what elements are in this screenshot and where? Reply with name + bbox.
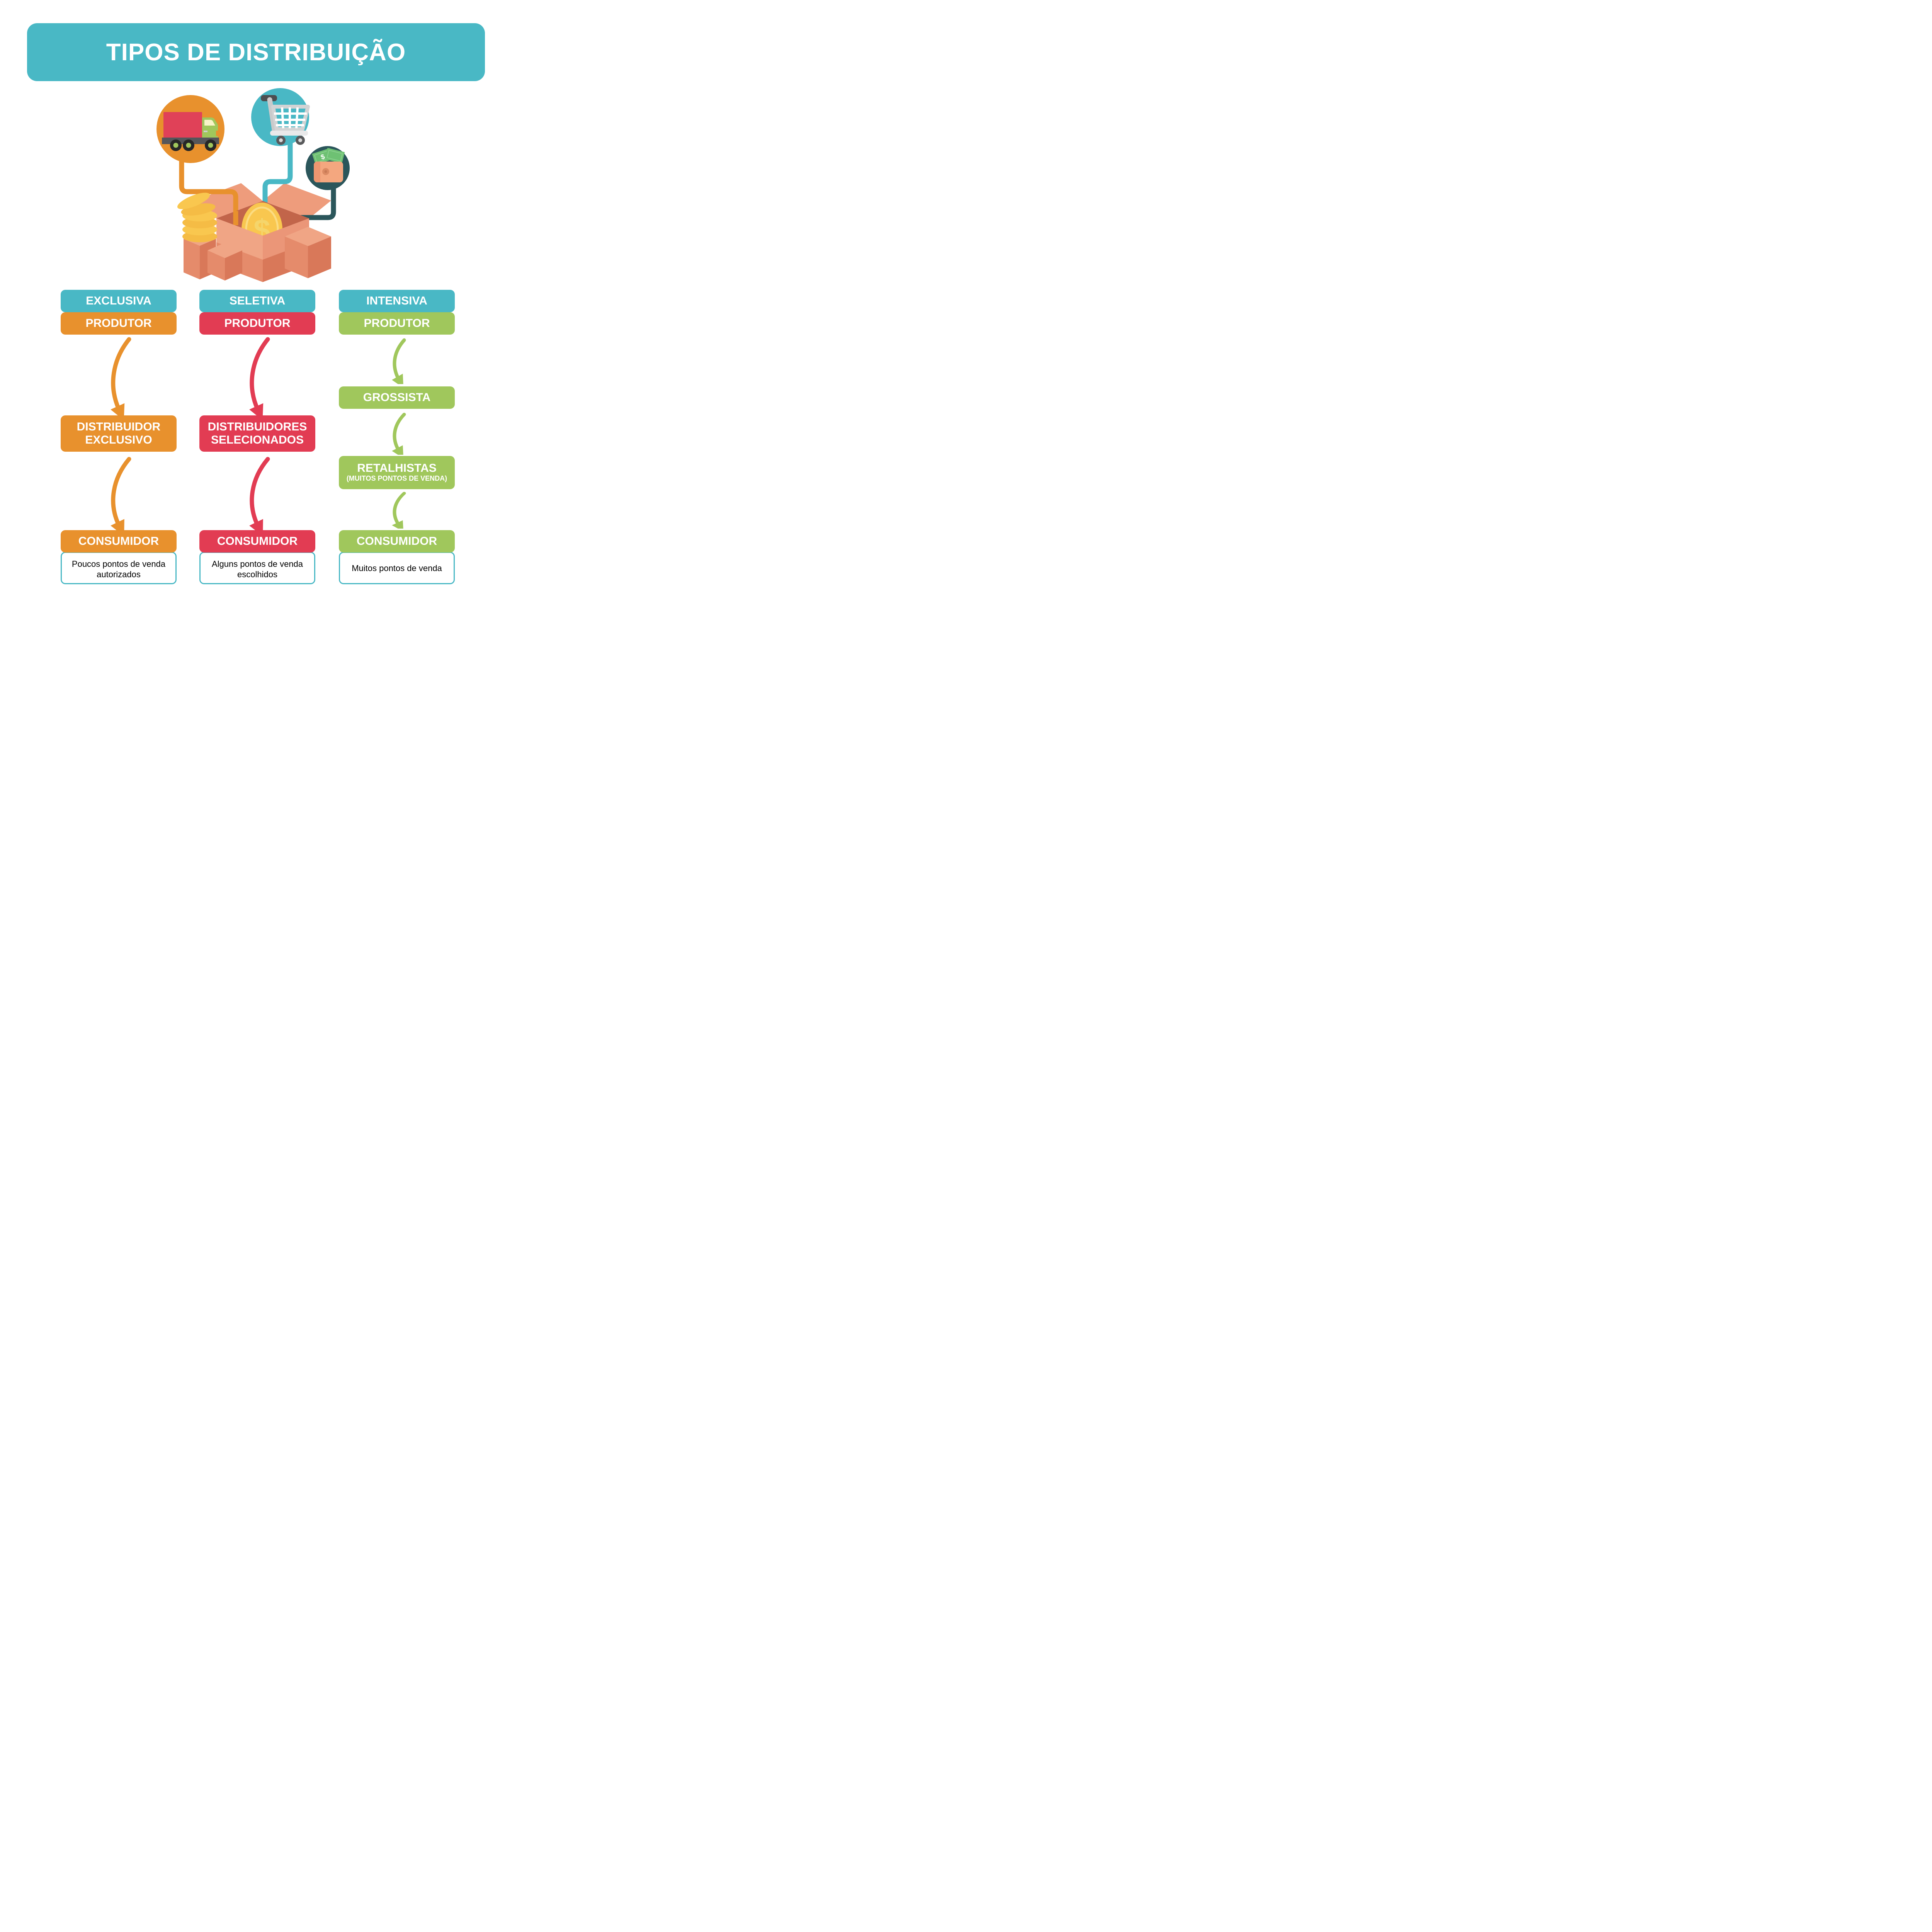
arrow-producer-to-distributors: [249, 337, 270, 417]
distribution-illustration: $ $: [156, 88, 350, 282]
retailer-box: RETALHISTAS (MUITOS PONTOS DE VENDA): [339, 456, 455, 489]
money-circle: $: [306, 146, 350, 190]
retail-circle: [251, 88, 310, 146]
producer-connector: [179, 158, 238, 242]
note-box: Poucos pontos de venda autorizados: [61, 552, 177, 584]
column-intensiva: INTENSIVA PRODUTOR GROSSISTA RETALHISTAS…: [339, 290, 455, 595]
arrow-wholesaler-to-retailer: [392, 413, 406, 455]
producer-box: PRODUTOR: [339, 312, 455, 335]
retail-connector: [262, 141, 293, 220]
producer-box: PRODUTOR: [61, 312, 177, 335]
wholesaler-box: GROSSISTA: [339, 386, 455, 409]
page-title: TIPOS DE DISTRIBUIÇÃO: [106, 39, 406, 66]
arrow-producer-to-distributor: [111, 337, 131, 417]
column-header-exclusiva: EXCLUSIVA: [61, 290, 177, 312]
column-exclusiva: EXCLUSIVA PRODUTOR DISTRIBUIDOR EXCLUSIV…: [61, 290, 177, 595]
small-box-icon: [207, 243, 242, 281]
truck-icon: [162, 112, 219, 151]
banknote-icon: [325, 148, 345, 163]
arrow-producer-to-wholesaler: [392, 338, 406, 384]
infographic-page: TIPOS DE DISTRIBUIÇÃO: [0, 0, 518, 616]
producer-box: PRODUTOR: [199, 312, 315, 335]
retailer-label: RETALHISTAS: [357, 462, 437, 474]
consumer-box: CONSUMIDOR: [339, 530, 455, 553]
producer-circle: [156, 95, 224, 163]
shopping-cart-icon: [261, 95, 310, 145]
note-box: Alguns pontos de venda escolhidos: [199, 552, 315, 584]
distributor-box: DISTRIBUIDOR EXCLUSIVO: [61, 415, 177, 452]
arrow-retailer-to-consumer: [392, 492, 406, 529]
title-banner: TIPOS DE DISTRIBUIÇÃO: [27, 23, 485, 81]
consumer-box: CONSUMIDOR: [199, 530, 315, 553]
retailer-sublabel: (MUITOS PONTOS DE VENDA): [346, 474, 447, 482]
wallet-icon: $: [312, 148, 345, 182]
column-seletiva: SELETIVA PRODUTOR DISTRIBUIDORES SELECIO…: [199, 290, 315, 595]
note-box: Muitos pontos de venda: [339, 552, 455, 584]
arrow-distributor-to-consumer: [111, 457, 131, 532]
column-header-intensiva: INTENSIVA: [339, 290, 455, 312]
column-header-seletiva: SELETIVA: [199, 290, 315, 312]
small-box-icon: [285, 227, 331, 278]
coin-stack-icon: [177, 192, 217, 242]
arrow-distributors-to-consumer: [249, 457, 270, 532]
distributors-box: DISTRIBUIDORES SELECIONADOS: [199, 415, 315, 452]
consumer-box: CONSUMIDOR: [61, 530, 177, 553]
